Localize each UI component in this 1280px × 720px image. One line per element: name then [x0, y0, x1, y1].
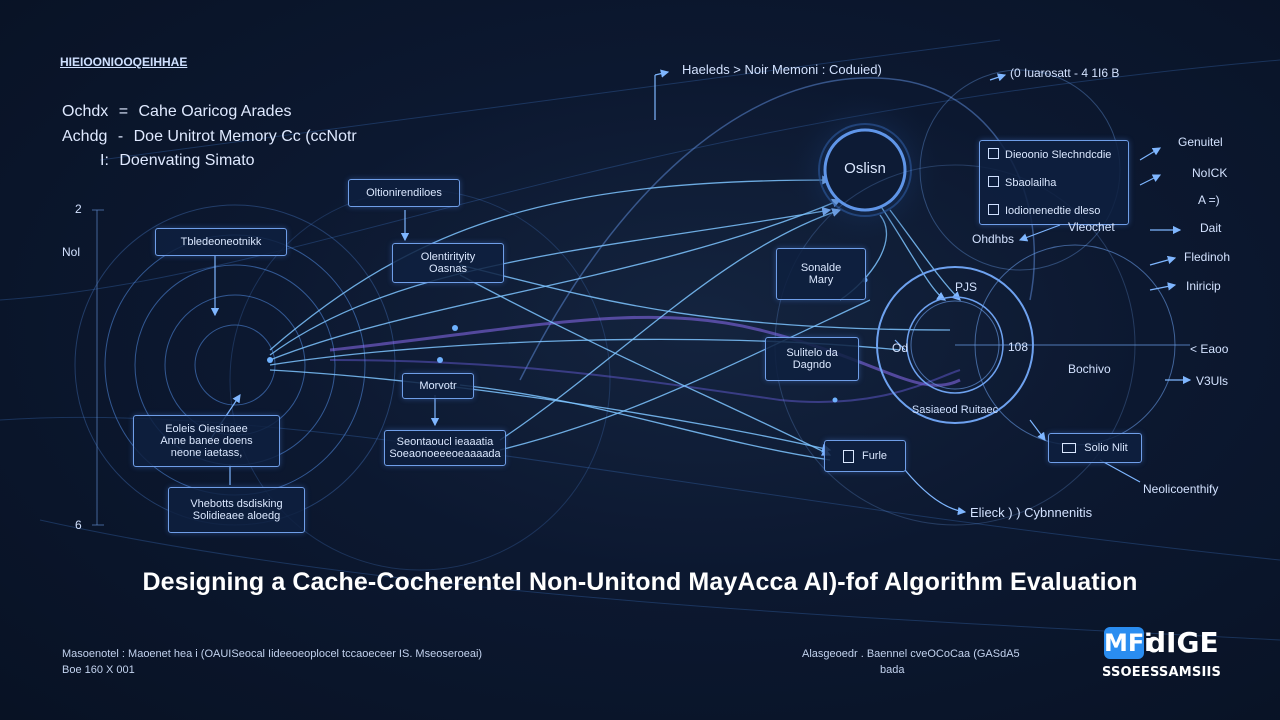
node-label: Eoleis Oiesinaee — [165, 423, 248, 435]
footer-line: Boe 160 X 001 — [62, 664, 135, 676]
connectors — [209, 69, 1192, 516]
node-label: Sulitelo da — [786, 347, 838, 359]
node-label: Anne banee doens — [160, 435, 253, 447]
brand-logo: MFi dIGE SSOEESSAMSIIS — [1102, 627, 1230, 687]
node-label: Soeaonoeeeoeaaaada — [389, 448, 501, 460]
node-box: Eoleis Oiesinaee Anne banee doens neone … — [133, 415, 280, 467]
legend-sep: = — [118, 103, 129, 120]
node-label: Oltionirendiloes — [366, 187, 442, 199]
legend-key: Ochdx — [62, 103, 109, 120]
legend-key: Achdg — [62, 128, 108, 145]
node-box: Oltionirendiloes — [348, 179, 460, 207]
annotation: PJS — [955, 280, 978, 294]
annotation: 108 — [1008, 340, 1029, 354]
side-label: NoICK — [1192, 166, 1228, 180]
node-label: Mary — [808, 274, 834, 286]
annotation: Neolicoenthify — [1143, 482, 1219, 496]
node-label: Dagndo — [792, 359, 832, 371]
logo-mark: MFi — [1104, 627, 1153, 659]
side-label: < Eaoo — [1190, 342, 1229, 356]
list-icon — [1062, 443, 1077, 453]
node-box: Furle — [824, 440, 906, 472]
axis-label-mid: Nol — [62, 245, 81, 259]
legend-text: Doenvating Simato — [119, 152, 255, 169]
node-box: Sulitelo da Dagndo — [765, 337, 859, 381]
side-label: Iniricip — [1186, 279, 1221, 293]
footer-line: Alasgeoedr . Baennel cveOCoCaa (GASdA5 — [802, 648, 1020, 660]
top-right-annotation: (0 Iuarosatt - 4 1I6 B — [1010, 66, 1120, 80]
node-box: Tbledeoneotnikk — [155, 228, 287, 256]
logo-subtitle: SSOEESSAMSIIS — [1102, 665, 1222, 680]
hub-label: Oslisn — [844, 160, 886, 177]
node-label: Furle — [861, 450, 888, 462]
side-label: Genuitel — [1178, 135, 1223, 149]
node-box: Solio Nlit — [1048, 433, 1142, 463]
node-label: Solidieaee aloedg — [192, 510, 281, 522]
doc-icon — [842, 449, 854, 463]
diagram-title: Designing a Cache-Cocherentel Non-Uniton… — [142, 568, 1138, 596]
legend-row: Achdg - Doe Unitrot Memory Cc (ccNotr — [62, 128, 357, 146]
node-label: Solio Nlit — [1084, 442, 1128, 454]
footer-right: Alasgeoedr . Baennel cveOCoCaa (GASdA5 b… — [802, 646, 1020, 678]
node-label: Olentirityity — [420, 251, 476, 263]
node-label: Vhebotts dsdisking — [190, 498, 283, 510]
left-axis — [92, 209, 104, 526]
node-label: neone iaetass, — [170, 447, 243, 459]
coherency-box: Olentirityity Oasnas — [392, 243, 504, 283]
checklist-label: Iodionenedtie dleso — [1005, 204, 1101, 217]
legend-row: I: Doenvating Simato — [100, 152, 255, 170]
annotation: Ohdhbs — [972, 232, 1015, 246]
footer-left: Masoenotel : Maoenet hea i (OAUISeocal I… — [62, 646, 482, 678]
side-label: Fledinoh — [1184, 250, 1231, 264]
side-label: V3Uls — [1196, 374, 1229, 388]
legend-key: I: — [100, 152, 109, 169]
legend-sep: - — [117, 128, 124, 145]
node-box: Seontaoucl ieaaatia Soeaonoeeeoeaaaada — [384, 430, 506, 466]
footer-line: bada — [880, 664, 905, 676]
side-label: Dait — [1200, 221, 1222, 235]
checkbox-icon — [988, 148, 999, 160]
node-box: Morvotr — [402, 373, 474, 399]
flow-curves — [269, 175, 961, 461]
node-label: Sonalde — [800, 262, 842, 274]
node-label: Seontaoucl ieaaatia — [396, 436, 494, 448]
logo-word: dIGE — [1146, 626, 1219, 659]
annotation: Vleochet — [1068, 220, 1115, 234]
axis-label-top: 2 — [75, 202, 82, 216]
node-label: Oasnas — [429, 263, 467, 275]
annotation: Bochivo — [1068, 362, 1111, 376]
node-label: Morvotr — [419, 380, 457, 392]
axis-label-bottom: 6 — [75, 518, 82, 532]
page-heading: HIEIOONIOOQEIHHAE — [60, 55, 188, 69]
checklist-item: Iodionenedtie dleso — [988, 203, 1101, 217]
hub-circle — [823, 128, 907, 212]
footer-line: Masoenotel : Maoenet hea i (OAUISeocal I… — [62, 648, 483, 660]
legend-text: Cahe Oaricog Arades — [138, 103, 292, 120]
hub-ring — [818, 123, 912, 217]
top-annotation: Haeleds > Noir Memoni : Coduied) — [682, 62, 882, 77]
ring-caption: Sasiaeod Ruitaec — [912, 404, 999, 416]
legend-row: Ochdx = Cahe Oaricog Arades — [62, 103, 291, 121]
checkbox-icon — [988, 203, 999, 215]
memory-box: Sonalde Mary — [776, 248, 866, 300]
node-box: Vhebotts dsdisking Solidieaee aloedg — [168, 487, 305, 533]
checklist-item: Sbaolailha — [988, 175, 1057, 189]
checklist-label: Sbaolailha — [1005, 176, 1057, 189]
checklist-item: Dieoonio Slechndcdie — [988, 148, 1111, 161]
legend-text: Doe Unitrot Memory Cc (ccNotr — [133, 128, 357, 145]
side-label: A =) — [1198, 193, 1220, 207]
checklist-box: Dieoonio Slechndcdie Sbaolailha Iodionen… — [979, 140, 1129, 225]
annotation: Od — [892, 341, 909, 355]
bottom-annotation: Elieck ) ) Cybnnenitis — [970, 505, 1093, 520]
checklist-label: Dieoonio Slechndcdie — [1005, 149, 1112, 162]
checkbox-icon — [988, 175, 999, 187]
node-label: Tbledeoneotnikk — [180, 236, 262, 248]
